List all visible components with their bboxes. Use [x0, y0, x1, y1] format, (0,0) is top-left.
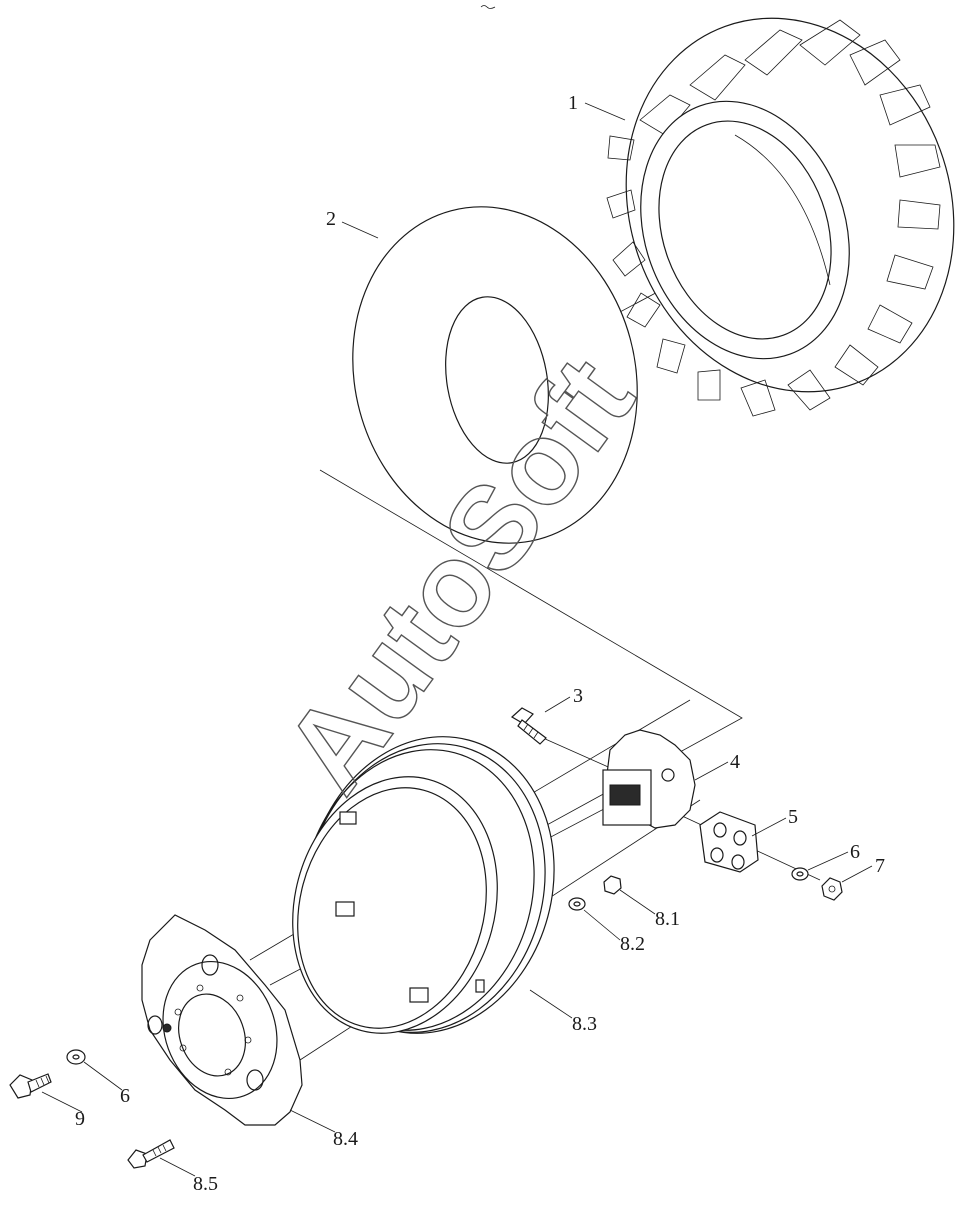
tire — [606, 17, 955, 417]
wheel-bolt-9 — [9, 1073, 52, 1099]
rim-washer-8-2 — [568, 897, 586, 911]
rim — [292, 736, 555, 1034]
callout-label-8-2: 8.2 — [620, 933, 645, 955]
callout-labels: 1 2 3 4 5 6 7 8.1 8.2 8.3 8.4 8.5 6 9 — [75, 92, 885, 1195]
rim-nut-8-1 — [603, 875, 622, 895]
callout-label-8-5: 8.5 — [193, 1173, 218, 1195]
top-mark — [480, 5, 496, 9]
nut-7 — [821, 877, 843, 901]
callout-label-8-1: 8.1 — [655, 908, 680, 930]
washer-6-left — [66, 1049, 86, 1065]
clamp-block — [699, 811, 759, 873]
washer-6-right — [791, 867, 809, 881]
callout-label-8-3: 8.3 — [572, 1013, 597, 1035]
callout-label-7: 7 — [875, 855, 885, 877]
hub-flange — [602, 729, 696, 829]
callout-label-1: 1 — [568, 92, 578, 114]
callout-label-3: 3 — [573, 685, 583, 707]
rim-bolt-8-5 — [127, 1139, 175, 1169]
callout-label-6a: 6 — [850, 841, 860, 863]
callout-label-4: 4 — [730, 751, 740, 773]
callout-label-5: 5 — [788, 806, 798, 828]
callout-label-8-4: 8.4 — [333, 1128, 358, 1150]
callout-label-2: 2 — [326, 208, 336, 230]
bolt-3 — [510, 707, 547, 745]
wheel-disc — [141, 914, 303, 1126]
inner-tube — [352, 206, 638, 544]
callout-label-9: 9 — [75, 1108, 85, 1130]
leader-lines — [41, 102, 873, 1177]
callout-label-6b: 6 — [120, 1085, 130, 1107]
